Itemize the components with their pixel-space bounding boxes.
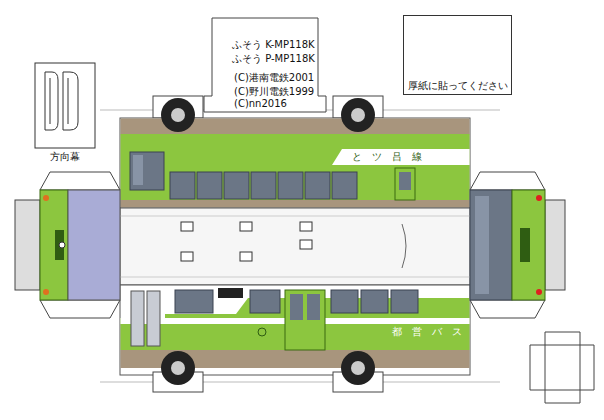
label-text: と ツ 吕 線 — [352, 151, 422, 163]
window — [197, 172, 222, 199]
window-glare — [133, 155, 143, 185]
window — [251, 172, 276, 199]
roof-hatch — [300, 240, 312, 249]
roof-hatch — [240, 252, 252, 261]
window-glare — [475, 196, 489, 294]
wheel-hub — [351, 108, 365, 122]
windshield — [68, 190, 120, 300]
door — [395, 168, 415, 200]
wheel — [341, 351, 375, 385]
door — [285, 290, 325, 350]
lamp — [43, 289, 49, 295]
roof-hatch — [181, 222, 193, 231]
glue-tab — [470, 300, 545, 318]
window — [331, 290, 358, 313]
side-panel — [120, 118, 470, 208]
lamp — [43, 195, 49, 201]
window — [170, 172, 195, 199]
glue-tab — [545, 200, 565, 290]
emblem — [258, 328, 266, 336]
rear-window — [470, 190, 512, 300]
glue-tab — [470, 172, 545, 190]
door-window — [399, 172, 411, 190]
window — [391, 290, 418, 313]
roof-panel — [120, 208, 470, 285]
front-sign — [55, 230, 64, 260]
door-window — [131, 291, 144, 346]
glue-tab — [40, 172, 120, 190]
wheel — [161, 351, 195, 385]
front-panel — [40, 190, 68, 300]
sign-line — [50, 78, 51, 124]
label-text: (C)野川電鉄1999 — [234, 86, 314, 98]
green-body — [121, 134, 470, 200]
roof-line — [120, 277, 470, 278]
window — [332, 172, 357, 199]
lamp — [536, 289, 542, 295]
roof-line — [120, 216, 470, 217]
roof-tab-text: ふそう K-MP118K ふそう P-MP118K (C)港南電鉄2001 (C)野川… — [212, 18, 319, 113]
label-text: 方向幕 — [50, 151, 80, 163]
roof-hatch — [240, 222, 252, 231]
roof-curve — [402, 224, 406, 268]
window — [278, 172, 303, 199]
lamp — [536, 195, 542, 201]
sign-box: 方向幕 — [35, 63, 95, 166]
lower-side-panel: 都 営 バ ス — [120, 285, 470, 375]
window — [224, 172, 249, 199]
door-window — [307, 294, 320, 320]
window-row — [170, 172, 357, 199]
roof-hatch — [300, 222, 312, 231]
wheel-hub — [351, 361, 365, 375]
white-stripe — [332, 149, 470, 165]
wheel-hub — [171, 108, 185, 122]
sign-part — [45, 72, 58, 130]
wheel — [161, 98, 195, 132]
roof-tab — [204, 18, 326, 112]
label-text: (C)港南電鉄2001 — [234, 72, 314, 84]
window — [130, 152, 164, 190]
door-window — [290, 294, 303, 320]
sign-part — [63, 72, 78, 130]
glue-tab — [40, 300, 120, 318]
glue-tab — [15, 200, 40, 290]
instruction-card: 厚紙に貼ってください — [403, 15, 512, 95]
door-window — [147, 291, 160, 346]
rear-panel — [512, 190, 545, 300]
base-part — [530, 332, 594, 403]
label-text: 厚紙に貼ってください — [408, 80, 508, 92]
sign-box — [35, 63, 95, 148]
label-text: (C)nn2016 — [234, 98, 287, 110]
destination-sign — [218, 288, 243, 298]
window — [175, 290, 213, 313]
base-part — [545, 345, 580, 390]
window — [305, 172, 330, 199]
roof-edge-band — [121, 200, 470, 208]
wheel — [341, 98, 375, 132]
label-text: ふそう K-MP118K — [232, 39, 315, 51]
label-text: 都 営 バ ス — [392, 326, 462, 338]
upper-side-panel: と ツ 吕 線 — [120, 118, 470, 208]
sign-line — [68, 78, 69, 124]
wheel-hub — [171, 361, 185, 375]
lamp — [59, 242, 65, 248]
rear-sign — [520, 228, 530, 262]
label-text: ふそう P-MP118K — [232, 53, 315, 65]
window — [250, 290, 280, 313]
roof-hatch — [181, 252, 193, 261]
window — [361, 290, 388, 313]
